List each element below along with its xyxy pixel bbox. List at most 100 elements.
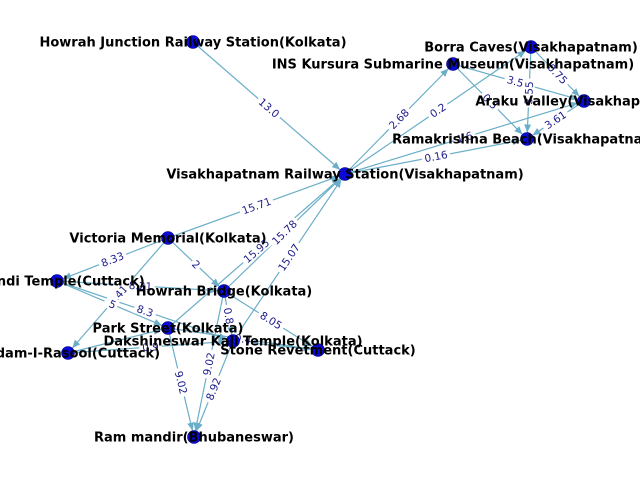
- edge-arrowhead: [209, 286, 218, 294]
- edge-arrowhead: [63, 272, 72, 280]
- edge-weight-text: 8.92: [204, 376, 224, 402]
- node-label-borra: Borra Caves(Visakhapatnam): [424, 41, 638, 56]
- edge-label-background: [543, 59, 573, 89]
- edge-arrowhead: [517, 50, 526, 59]
- node-howrah_junction: [186, 35, 200, 49]
- node-borra: [524, 40, 538, 54]
- node-label-dakshineswar: Dakshineswar Kali Temple(Kolkata): [103, 335, 362, 350]
- edge-weight-text: 9.02: [201, 351, 217, 376]
- edge-label: 8.05: [255, 307, 287, 333]
- edge-label-background: [202, 373, 225, 405]
- edge-label: 8.3: [132, 301, 158, 320]
- edge-label: 3.61: [539, 106, 571, 133]
- node-araku: [577, 94, 591, 108]
- edge-label-background: [420, 147, 452, 165]
- edge-arrowhead: [532, 128, 542, 136]
- edge-label: 5: [105, 296, 120, 312]
- edge-arrowhead: [196, 422, 203, 431]
- edge-weight-text: 8.21: [128, 280, 152, 293]
- node-label-stone_revetment: Stone Revetment(Cuttack): [220, 344, 416, 359]
- node-label-park_street: Park Street(Kolkata): [93, 322, 244, 337]
- edge-label-background: [425, 98, 451, 122]
- edge-label: 15.71: [237, 193, 275, 217]
- edge-label-background: [254, 93, 285, 122]
- edge-weight-text: 9.02: [172, 370, 189, 396]
- edge-label-background: [384, 104, 414, 134]
- node-chandi: [50, 274, 64, 288]
- edge-label-background: [539, 106, 571, 133]
- edge-arrowhead: [524, 124, 532, 133]
- node-label-howrah_junction: Howrah Junction Railway Station(Kolkata): [39, 36, 346, 51]
- edge-qadam-park_street: [67, 328, 162, 354]
- edge-arrowhead: [330, 175, 339, 183]
- edge-arrowhead: [211, 278, 220, 287]
- node-vskp_station: [338, 167, 352, 181]
- node-ins_kursura: [446, 57, 460, 71]
- node-howrah_bridge: [217, 284, 231, 298]
- edge-arrowhead: [332, 178, 341, 187]
- edge-label-background: [96, 248, 128, 270]
- edge-weight-text: 8.3: [135, 303, 155, 320]
- node-victoria: [161, 231, 175, 245]
- edge-weight-text: 1.6: [455, 130, 475, 146]
- edge-label-background: [199, 348, 218, 380]
- node-label-qadam: Qadam-I-Rasool(Cuttack): [0, 347, 160, 362]
- edge-weight-text: 0.8: [221, 307, 236, 326]
- node-label-ins_kursura: INS Kursura Submarine Museum(Visakhapatn…: [272, 58, 634, 73]
- edge-weight-text: 0.16: [423, 149, 449, 165]
- node-stone_revetment: [311, 343, 325, 357]
- node-label-araku: Araku Valley(Visakhapatnam): [475, 95, 640, 110]
- node-label-chandi: Chandi Temple(Cuttack): [0, 275, 145, 290]
- node-label-howrah_bridge: Howrah Bridge(Kolkata): [136, 285, 313, 300]
- edge-label-background: [273, 239, 304, 276]
- node-dakshineswar: [226, 334, 240, 348]
- edge-arrowhead: [226, 326, 234, 335]
- edge-weight-text: 3.55: [523, 81, 536, 105]
- nodes-layer: [50, 35, 591, 444]
- edge-label-background: [451, 127, 477, 147]
- edge-label: 0.9: [138, 339, 163, 354]
- edge-weight-text: 15.07: [276, 242, 303, 274]
- edge-arrowhead: [569, 101, 578, 109]
- node-labels-layer: Howrah Junction Railway Station(Kolkata)…: [0, 36, 640, 446]
- edge-label-background: [138, 339, 163, 354]
- edge-label: 8.33: [96, 248, 128, 270]
- edge-arrowhead: [440, 68, 449, 77]
- edge-label: 3.55: [521, 78, 536, 108]
- edge-arrowhead: [512, 138, 521, 146]
- node-park_street: [161, 321, 175, 335]
- edge-label-background: [478, 88, 503, 114]
- edge-label-background: [521, 78, 536, 108]
- node-qadam: [61, 346, 75, 360]
- edge-label-background: [132, 301, 158, 320]
- node-label-vskp_station: Visakhapatnam Railway Station(Visakhapat…: [166, 168, 523, 183]
- edge-label: 1.6: [451, 127, 477, 147]
- node-ram_mandir: [187, 430, 201, 444]
- edge-label: 2: [188, 256, 205, 273]
- edge-label-background: [188, 256, 205, 273]
- edge-arrowhead: [153, 319, 163, 326]
- edge-arrowhead: [569, 93, 578, 101]
- edge-label: 8.21: [125, 278, 156, 293]
- edge-label-background: [125, 278, 156, 293]
- edge-label: 0.2: [425, 98, 451, 122]
- edge-weight-text: 8.33: [100, 250, 126, 270]
- edge-label-background: [255, 307, 287, 333]
- edge-arrowhead: [153, 328, 162, 335]
- edge-label-background: [267, 215, 301, 249]
- node-rk_beach: [520, 132, 534, 146]
- edge-label: 0.8: [221, 303, 237, 329]
- edge-label: 0.16: [420, 147, 452, 165]
- edge-arrowhead: [187, 422, 195, 431]
- node-label-ram_mandir: Ram mandir(Bhubaneswar): [94, 431, 294, 446]
- edge-label-background: [172, 366, 191, 398]
- edge-weight-text: 5: [107, 298, 118, 312]
- edge-arrowhead: [72, 339, 81, 349]
- edge-weight-text: 0.9: [142, 341, 160, 354]
- node-label-rk_beach: Ramakrishna Beach(Visakhapatnam): [392, 133, 640, 148]
- edge-arrowhead: [334, 179, 342, 188]
- edge-label-background: [239, 234, 274, 267]
- node-label-victoria: Victoria Memorial(Kolkata): [69, 232, 266, 247]
